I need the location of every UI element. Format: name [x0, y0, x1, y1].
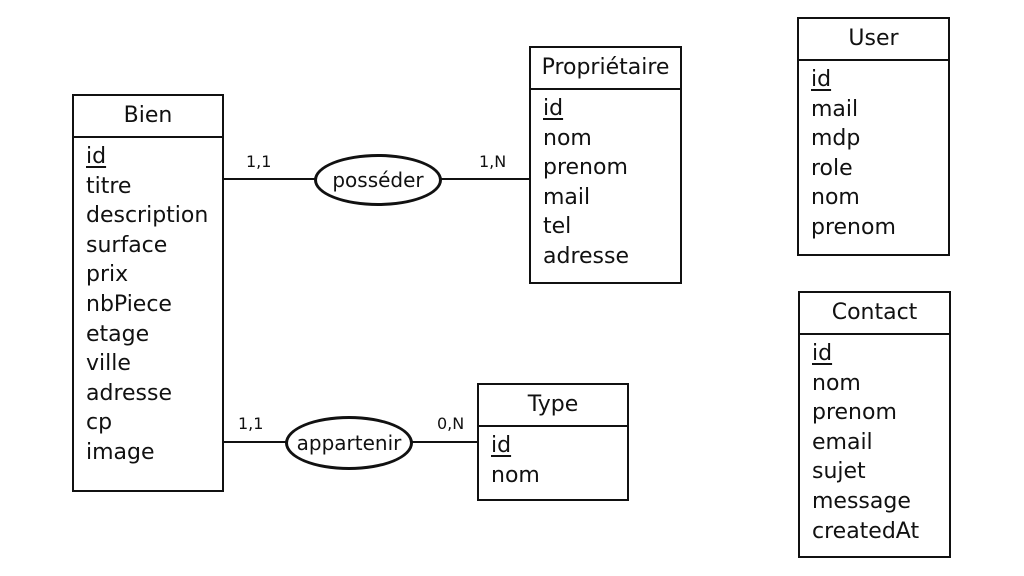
attribute: nom — [491, 462, 540, 488]
attribute-primary-key: id — [812, 341, 833, 366]
attribute: message — [812, 488, 911, 514]
entity-bien-attributes: id titre description surface prix nbPiece etag… — [74, 138, 222, 468]
attribute: mdp — [811, 126, 861, 152]
entity-user-attributes: id mail mdp role nom prenom — [799, 61, 948, 243]
entity-user-title: User — [799, 19, 948, 61]
attribute: etage — [86, 321, 150, 347]
attribute: nom — [543, 125, 592, 151]
entity-type-attributes: id nom — [479, 427, 627, 490]
entity-bien-title: Bien — [74, 96, 222, 138]
attribute: prenom — [812, 400, 897, 426]
attribute: nom — [812, 370, 861, 396]
attribute: createdAt — [812, 518, 920, 544]
entity-proprietaire-attributes: id nom prenom mail tel adresse — [531, 90, 680, 272]
entity-contact-attributes: id nom prenom email sujet message createdAt — [800, 335, 949, 546]
relation-posseder: posséder — [314, 154, 442, 206]
cardinality-bien-appartenir: 1,1 — [238, 414, 264, 433]
relation-posseder-label: posséder — [332, 168, 424, 192]
attribute: image — [86, 439, 155, 465]
entity-type: Type id nom — [477, 383, 629, 501]
attribute: mail — [543, 184, 591, 210]
entity-proprietaire-title: Propriétaire — [531, 48, 680, 90]
attribute-primary-key: id — [491, 433, 512, 458]
attribute: titre — [86, 173, 132, 199]
entity-contact: Contact id nom prenom email sujet message crea… — [798, 291, 951, 558]
attribute-primary-key: id — [543, 96, 564, 121]
attribute: email — [812, 429, 873, 455]
entity-user: User id mail mdp role nom prenom — [797, 17, 950, 256]
attribute: prenom — [811, 214, 896, 240]
attribute: adresse — [543, 243, 630, 269]
cardinality-bien-posseder: 1,1 — [246, 152, 272, 171]
entity-bien: Bien id titre description surface prix nbPiec… — [72, 94, 224, 492]
attribute-primary-key: id — [811, 67, 832, 92]
attribute-primary-key: id — [86, 144, 107, 169]
entity-contact-title: Contact — [800, 293, 949, 335]
cardinality-proprietaire-posseder: 1,N — [479, 152, 507, 171]
attribute: mail — [811, 96, 859, 122]
attribute: prenom — [543, 155, 628, 181]
entity-type-title: Type — [479, 385, 627, 427]
attribute: role — [811, 155, 853, 181]
relation-appartenir-label: appartenir — [296, 431, 402, 455]
attribute: ville — [86, 351, 131, 377]
cardinality-type-appartenir: 0,N — [437, 414, 465, 433]
attribute: nbPiece — [86, 291, 172, 317]
attribute: surface — [86, 232, 168, 258]
attribute: sujet — [812, 459, 866, 485]
attribute: cp — [86, 410, 113, 436]
attribute: tel — [543, 214, 572, 240]
attribute: prix — [86, 262, 129, 288]
entity-proprietaire: Propriétaire id nom prenom mail tel adresse — [529, 46, 682, 284]
relation-appartenir: appartenir — [285, 416, 413, 470]
attribute: nom — [811, 185, 860, 211]
attribute: adresse — [86, 380, 173, 406]
attribute: description — [86, 203, 209, 229]
